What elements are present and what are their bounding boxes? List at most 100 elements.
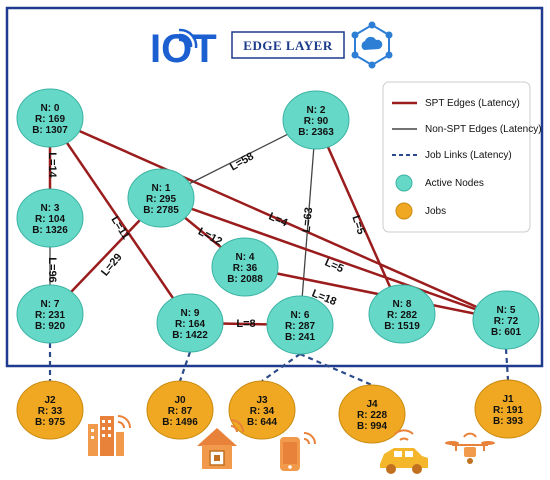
smart-home-icon — [197, 419, 244, 469]
node-n6-line-2: B: 241 — [285, 332, 315, 343]
legend-jobs-swatch — [395, 202, 413, 220]
node-n7-line-0: N: 7 — [41, 299, 60, 310]
node-n9-line-0: N: 9 — [181, 308, 200, 319]
node-n2-shape — [282, 90, 350, 150]
nonspt-edge-n2-n6 — [299, 119, 317, 326]
node-n6-line-1: R: 287 — [285, 321, 315, 332]
node-n5: N: 5R: 72B: 601 — [472, 290, 540, 350]
node-n4-line-1: R: 36 — [233, 263, 258, 274]
edge-layer-title: EDGE LAYER — [243, 38, 333, 53]
car-icon — [380, 429, 428, 474]
node-n3-line-2: B: 1326 — [32, 225, 68, 236]
job-j4-shape — [338, 384, 406, 444]
job-j3-line-2: B: 644 — [247, 417, 277, 428]
node-n8-line-2: B: 1519 — [384, 321, 420, 332]
job-j1-line-2: B: 393 — [493, 416, 523, 427]
edge-label-n2-n8: L=5 — [349, 214, 366, 236]
spt-edge-n0-n5 — [49, 116, 507, 322]
edge-label-n3-n7: L=96 — [46, 257, 58, 282]
node-n5-shape — [472, 290, 540, 350]
node-n0-line-2: B: 1307 — [32, 125, 68, 136]
job-j0-line-1: R: 87 — [168, 406, 193, 417]
edge-label-n0-n3: L=14 — [46, 152, 58, 178]
legend-active-label: Active Nodes — [425, 178, 484, 189]
edge-label-n2-n6: L=63 — [301, 207, 316, 234]
node-n3-line-1: R: 104 — [35, 214, 65, 225]
job-j0-shape — [146, 380, 214, 440]
smartphone-icon — [280, 432, 316, 471]
node-n6-line-0: N: 6 — [291, 310, 310, 321]
node-n0-shape — [16, 88, 84, 148]
legend-spt-label: SPT Edges (Latency) — [425, 98, 520, 109]
node-n8-shape — [368, 284, 436, 344]
node-n9-shape — [156, 293, 224, 353]
node-n2: N: 2R: 90B: 2363 — [282, 90, 350, 150]
node-n2-line-0: N: 2 — [307, 105, 326, 116]
job-j3-line-1: R: 34 — [250, 406, 275, 417]
node-n5-line-0: N: 5 — [497, 305, 516, 316]
node-n4-line-0: N: 4 — [236, 252, 255, 263]
job-j0: J0R: 87B: 1496 — [146, 380, 214, 440]
node-n5-line-1: R: 72 — [494, 316, 519, 327]
job-link-j4 — [299, 352, 373, 387]
job-j2: J2R: 33B: 975 — [16, 380, 84, 440]
building-icon — [88, 415, 131, 456]
job-j2-line-0: J2 — [44, 395, 56, 406]
node-n4-shape — [211, 237, 279, 297]
node-n7-line-1: R: 231 — [35, 310, 65, 321]
iot-logo: IOT — [150, 27, 217, 71]
job-j0-line-0: J0 — [174, 395, 186, 406]
node-n7-shape — [16, 284, 84, 344]
job-j4-line-0: J4 — [366, 399, 378, 410]
job-j4-line-2: B: 994 — [357, 421, 387, 432]
job-j3-shape — [228, 380, 296, 440]
job-j3: J3R: 34B: 644 — [228, 380, 296, 440]
node-n6-shape — [266, 295, 334, 355]
cloud-network-icon — [351, 21, 393, 69]
job-links — [48, 343, 510, 387]
job-j4-line-1: R: 228 — [357, 410, 387, 421]
drone-icon — [445, 432, 495, 464]
edge-label-n0-n9: L=11 — [108, 214, 131, 241]
node-n3-shape — [16, 188, 84, 248]
legend-joblink-label: Job Links (Latency) — [425, 150, 512, 161]
legend-jobs-label: Jobs — [425, 206, 446, 217]
job-link-j3 — [261, 353, 301, 382]
job-j2-shape — [16, 380, 84, 440]
edge-layer-frame — [5, 6, 544, 368]
job-j3-line-0: J3 — [256, 395, 268, 406]
spt-edge-n4-n5 — [244, 265, 507, 322]
node-n7-line-2: B: 920 — [35, 321, 65, 332]
job-link-j1 — [504, 348, 510, 381]
legend: SPT Edges (Latency) Non-SPT Edges (Laten… — [382, 81, 542, 233]
edge-label-n1-n4: L=12 — [196, 226, 224, 249]
node-n2-line-2: B: 2363 — [298, 127, 334, 138]
node-n0-line-0: N: 0 — [41, 103, 60, 114]
legend-nonspt-label: Non-SPT Edges (Latency) — [425, 124, 542, 135]
edge-label-n7-n1: L=29 — [99, 251, 125, 278]
node-n8-line-1: R: 282 — [387, 310, 417, 321]
node-n1-shape — [127, 168, 195, 228]
job-j1-line-1: R: 191 — [493, 405, 523, 416]
spt-edge-n0-n9 — [48, 117, 192, 324]
job-j2-line-2: B: 975 — [35, 417, 65, 428]
node-n1-line-1: R: 295 — [146, 194, 176, 205]
legend-box — [382, 81, 531, 233]
node-n5-line-2: B: 601 — [491, 327, 521, 338]
node-n1-line-2: B: 2785 — [143, 205, 179, 216]
edge-label-n1-n5: L=5 — [323, 257, 345, 276]
node-n3-line-0: N: 3 — [41, 203, 60, 214]
node-n0-line-1: R: 169 — [35, 114, 65, 125]
job-j1-shape — [474, 379, 542, 439]
